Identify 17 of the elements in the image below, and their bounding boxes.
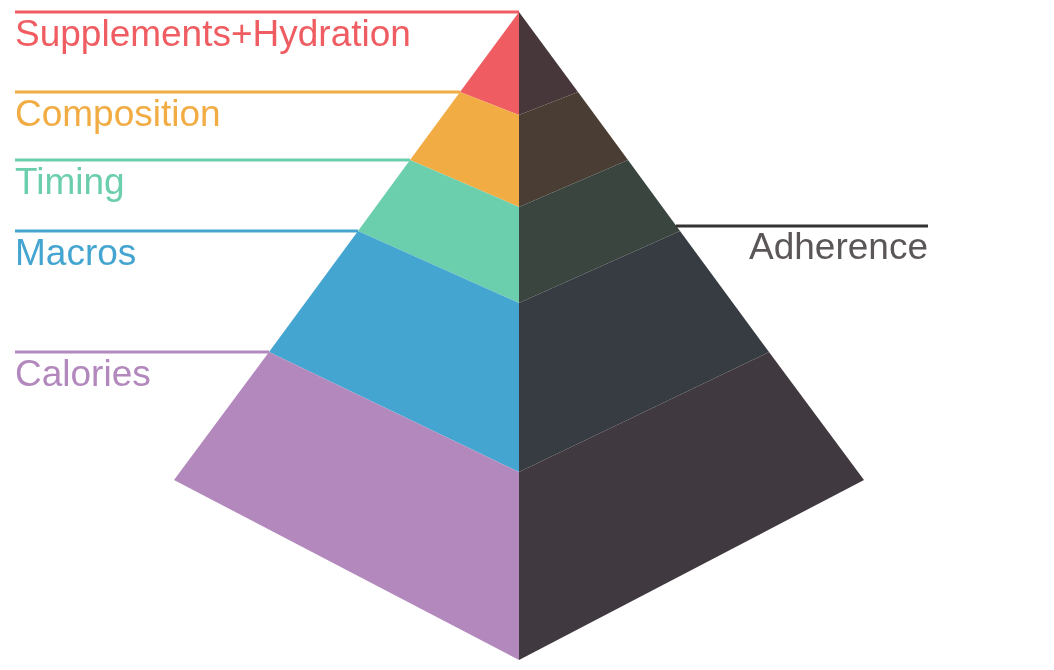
pyramid-layer — [358, 160, 519, 303]
level-label: Calories — [15, 353, 151, 396]
level-label: Timing — [15, 161, 125, 204]
pyramid-top-layer — [460, 12, 519, 115]
pyramid-layer — [269, 231, 519, 472]
level-label: Supplements+Hydration — [15, 13, 411, 56]
pyramid-layer — [174, 352, 519, 660]
level-label: Macros — [15, 232, 137, 275]
leader-line — [15, 350, 269, 354]
level-label: Adherence — [749, 226, 928, 269]
leader-line — [15, 158, 410, 162]
pyramid-layer — [410, 92, 519, 207]
level-label: Composition — [15, 93, 221, 136]
leader-line — [15, 10, 519, 14]
leader-line — [676, 224, 928, 228]
leader-line — [15, 229, 358, 233]
leader-line — [15, 90, 460, 94]
